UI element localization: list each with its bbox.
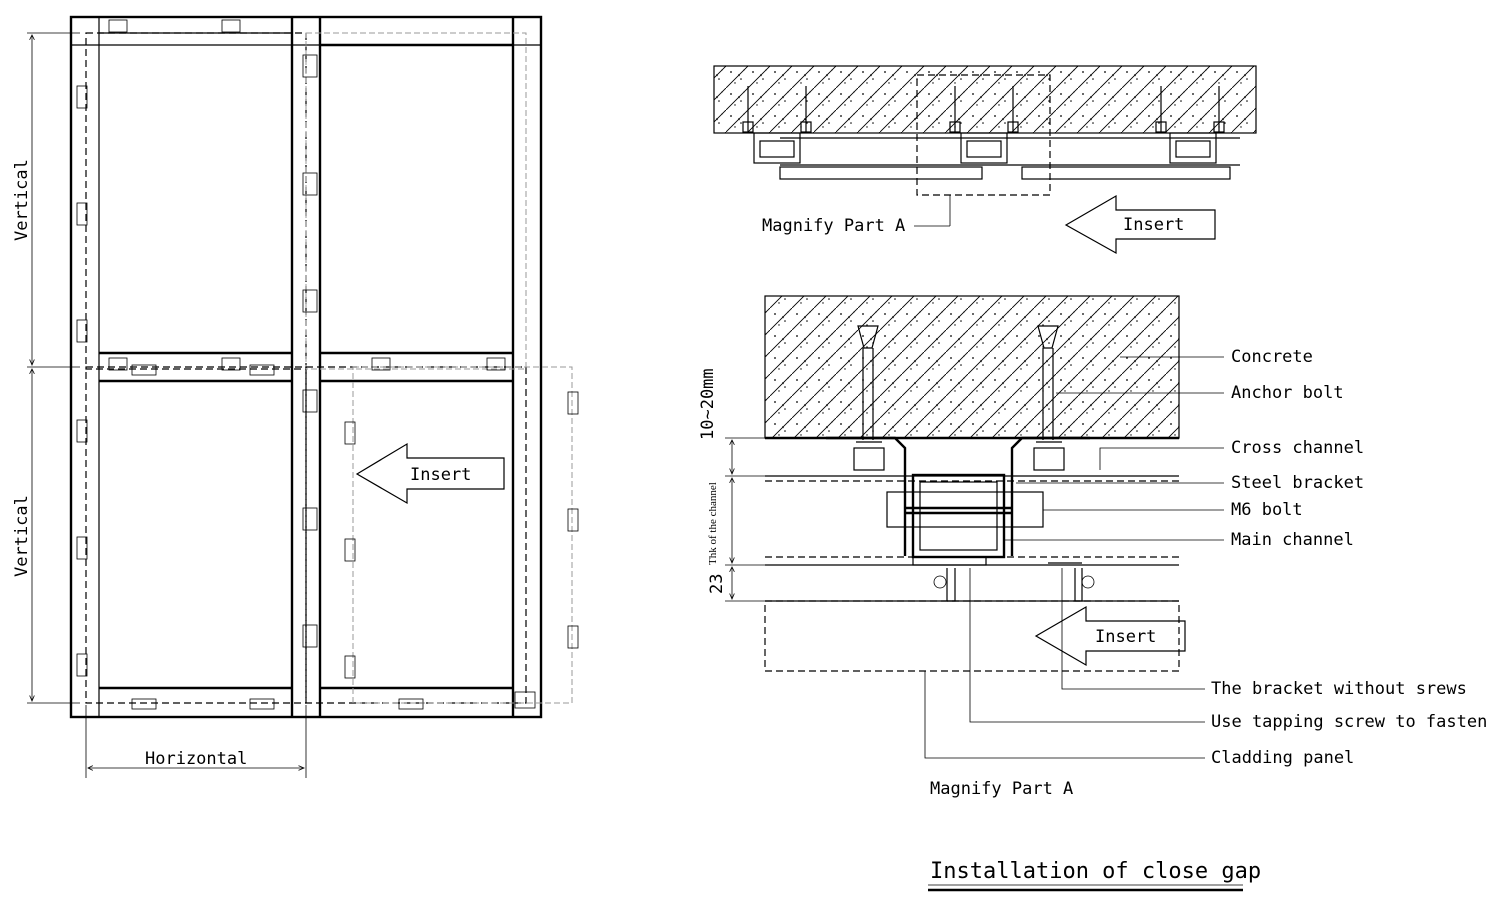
dim-23: 23 [707,574,727,594]
panel-outline-bottom-left [85,366,307,704]
dim-vertical-top: Vertical [12,159,32,241]
anchor-bolts-detail [853,325,1065,471]
dim-gap: 10~20mm [698,368,718,440]
insert-label-detail: Insert [1095,627,1156,647]
panel-outline-top-left [85,32,307,370]
label-cladding-panel: Cladding panel [1211,748,1354,768]
concrete-slab-top [713,65,1257,134]
panel-section-2 [1021,166,1231,180]
bracket-markers [76,19,579,710]
magnify-region-box [916,74,1051,196]
brackets-top [753,132,1217,164]
drawing-title: Installation of close gap [930,859,1261,884]
label-main-channel: Main channel [1231,530,1354,550]
magnify-caption: Magnify Part A [930,779,1073,799]
label-tapping-screw: Use tapping screw to fasten [1211,712,1487,732]
label-m6-bolt: M6 bolt [1231,500,1303,520]
dim-thk: Thk of the channel [707,482,719,565]
insert-label-left-view: Insert [410,465,471,485]
label-steel-bracket: Steel bracket [1231,473,1364,493]
panel-outline-top-right [305,32,527,370]
panel-section-1 [779,166,983,180]
anchor-bolts-top [742,86,1225,133]
steel-bracket [826,436,1090,556]
main-channel [911,473,1006,559]
insert-label-top: Insert [1123,215,1184,235]
insert-arrow-detail [1034,605,1186,667]
dim-vertical-bottom: Vertical [12,495,32,577]
insert-arrow-top [1064,194,1216,255]
panel-outline-bottom-right [305,366,527,704]
inserting-panel-outline [352,366,573,704]
label-anchor-bolt: Anchor bolt [1231,383,1344,403]
magnify-label-top: Magnify Part A [762,216,905,236]
label-bracket-without-screws: The bracket without srews [1211,679,1467,699]
top-section-view: Magnify Part A Insert [713,65,1257,255]
label-cross-channel: Cross channel [1231,438,1364,458]
concrete-block [764,295,1180,439]
dim-horizontal: Horizontal [145,749,247,769]
m6-bolt [886,491,1044,528]
label-concrete: Concrete [1231,347,1313,367]
detail-view: Insert 10~20mm Thk of the channel 23 Con… [698,295,1487,799]
leader-lines [924,356,1224,759]
insert-arrow-left-view [355,442,505,505]
left-elevation-view: Vertical Vertical Horizontal Insert [12,15,579,778]
